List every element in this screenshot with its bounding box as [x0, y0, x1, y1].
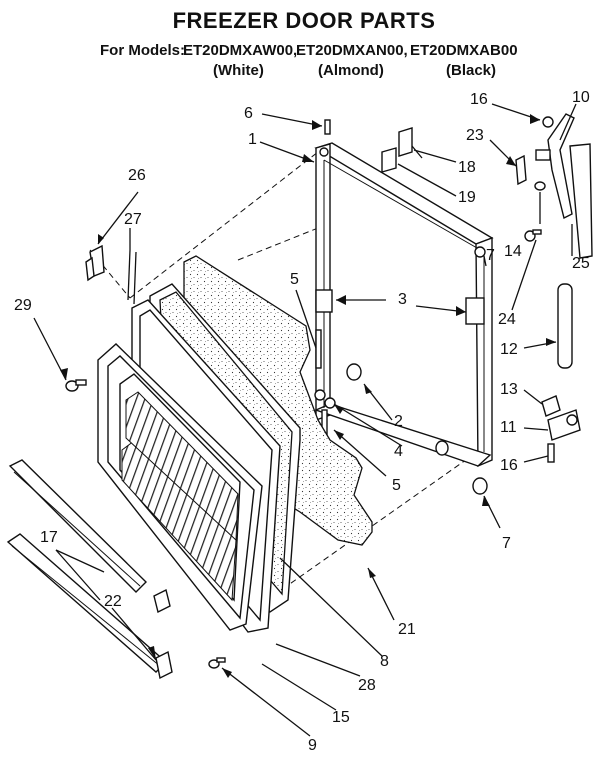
callout-28: 28: [358, 677, 376, 694]
screw-part-9: [208, 657, 226, 669]
model-code-white: ET20DMXAW00,: [183, 42, 298, 59]
callout-16-lower: 16: [500, 457, 518, 474]
callout-29: 29: [14, 297, 32, 314]
callout-7-lower: 7: [502, 535, 511, 552]
callout-5-lower: 5: [392, 477, 401, 494]
outer-door-panel-part-15: [97, 343, 263, 631]
model-code-almond: ET20DMXAN00,: [296, 42, 408, 59]
callout-5-upper: 5: [290, 271, 299, 288]
callout-26: 26: [128, 167, 146, 184]
callout-6: 6: [244, 105, 253, 122]
callout-18: 18: [458, 159, 476, 176]
callout-7-upper: 7: [486, 247, 495, 264]
gasket-strip-part-27: [127, 249, 137, 305]
upper-hinge-part-10: [535, 113, 575, 220]
clip-part-26: [85, 244, 105, 282]
arrowheads: [60, 114, 556, 678]
callout-23: 23: [466, 127, 484, 144]
model-color-white: (White): [213, 62, 264, 79]
callout-19: 19: [458, 189, 476, 206]
callout-25: 25: [572, 255, 590, 272]
pads-18-19: [381, 127, 413, 173]
insulation-panel-part-21: [183, 255, 373, 546]
callout-3: 3: [398, 291, 407, 308]
handle-trim-part-17: [6, 459, 168, 673]
model-color-black: (Black): [446, 62, 497, 79]
callout-17: 17: [40, 529, 58, 546]
callout-9: 9: [308, 737, 317, 754]
frame-hardware: [314, 119, 488, 495]
models-prefix: For Models:: [100, 42, 185, 59]
end-caps-part-22: [153, 588, 173, 680]
callout-12: 12: [500, 341, 518, 358]
callout-1: 1: [248, 131, 257, 148]
callout-21: 21: [398, 621, 416, 638]
hinge-pin-part-14: [534, 181, 546, 191]
callout-2: 2: [394, 413, 403, 430]
hinge-cover-part-25: [569, 143, 593, 259]
callout-8: 8: [380, 653, 389, 670]
screw-part-29: [65, 379, 87, 392]
page-title: FREEZER DOOR PARTS: [172, 8, 436, 33]
screw-part-16-lower: [547, 443, 555, 463]
callout-14: 14: [504, 243, 522, 260]
callout-16-upper: 16: [470, 91, 488, 108]
callout-15: 15: [332, 709, 350, 726]
callout-27: 27: [124, 211, 142, 228]
hinge-rod-part-12: [557, 283, 573, 369]
callout-4: 4: [394, 443, 403, 460]
model-code-black: ET20DMXAB00: [410, 42, 518, 59]
callout-11: 11: [500, 419, 517, 436]
model-color-almond: (Almond): [318, 62, 384, 79]
shim-part-23: [515, 154, 527, 186]
callout-10: 10: [572, 89, 590, 106]
callout-24: 24: [498, 311, 516, 328]
lower-hinge-part-11: [547, 409, 581, 441]
callout-22: 22: [104, 593, 122, 610]
callout-13: 13: [500, 381, 518, 398]
bracket-part-13: [541, 395, 561, 417]
screw-part-24: [524, 229, 542, 242]
